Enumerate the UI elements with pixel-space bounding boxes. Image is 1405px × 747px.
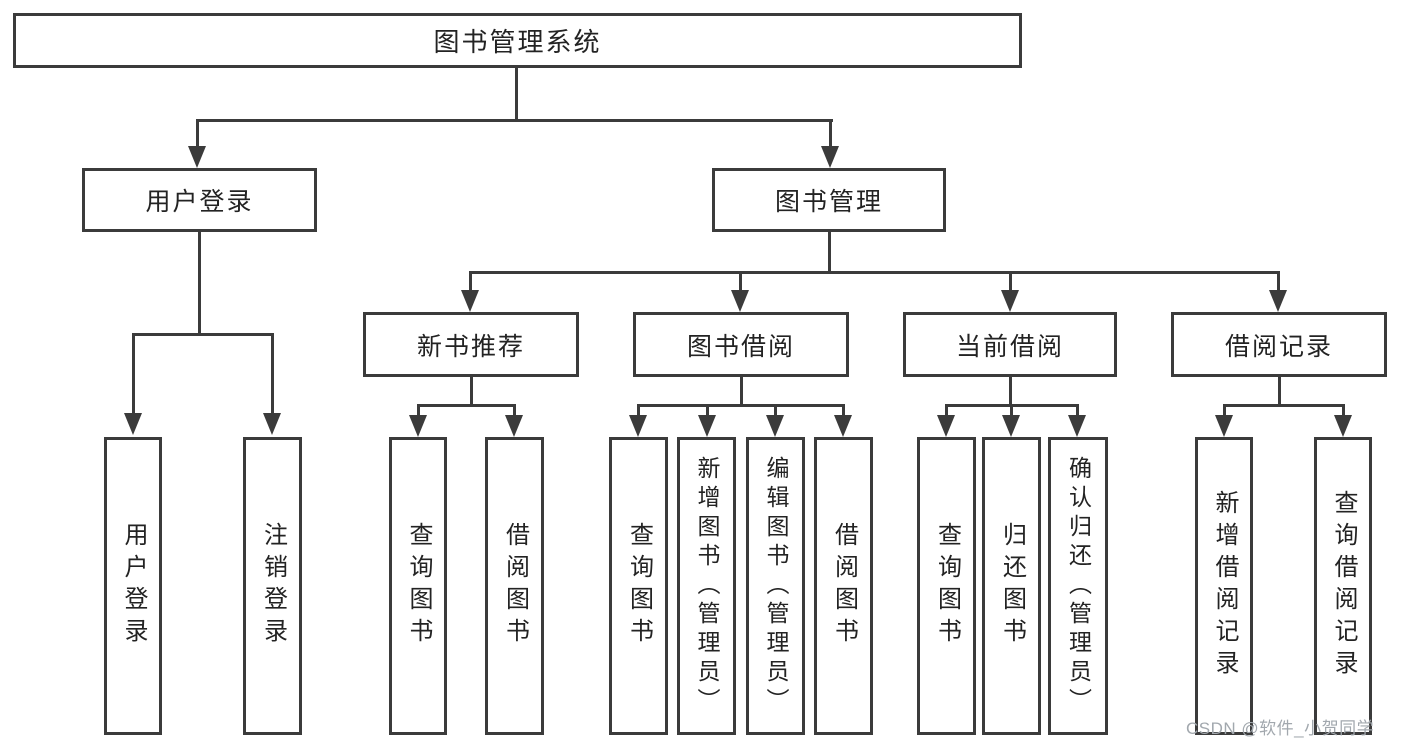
leaf-label: 注销登录 [259, 522, 287, 650]
connector-segment [706, 404, 709, 416]
arrow-down-icon [766, 415, 784, 437]
connector-segment [829, 119, 832, 147]
leaf-edit-book-admin: 编辑图书（管理员） [746, 437, 805, 735]
arrow-down-icon [698, 415, 716, 437]
connector-segment [740, 377, 743, 406]
leaf-borrow-book-recommend: 借阅图书 [485, 437, 544, 735]
leaf-label: 归还图书 [998, 522, 1026, 650]
arrow-down-icon [188, 146, 206, 168]
arrow-down-icon [1334, 415, 1352, 437]
connector-segment [132, 333, 274, 336]
leaf-label: 新增借阅记录 [1211, 490, 1238, 682]
leaf-query-borrow-record: 查询借阅记录 [1314, 437, 1372, 735]
connector-segment [271, 333, 274, 414]
connector-segment [515, 68, 518, 120]
connector-segment [196, 119, 833, 122]
leaf-add-borrow-record: 新增借阅记录 [1195, 437, 1253, 735]
leaf-label: 借阅图书 [501, 522, 529, 650]
connector-segment [1278, 377, 1281, 406]
connector-segment [1342, 404, 1345, 416]
arrow-down-icon [124, 413, 142, 435]
leaf-query-book-recommend: 查询图书 [389, 437, 447, 735]
arrow-down-icon [409, 415, 427, 437]
node-label: 图书管理系统 [433, 27, 602, 57]
node-current-borrow: 当前借阅 [903, 312, 1117, 377]
connector-segment [196, 119, 199, 147]
leaf-confirm-return-admin: 确认归还（管理员） [1048, 437, 1108, 735]
node-book-management: 图书管理 [712, 168, 946, 232]
connector-segment [637, 404, 844, 407]
connector-segment [1076, 404, 1079, 416]
leaf-label: 新增图书（管理员） [694, 455, 720, 717]
connector-segment [637, 404, 640, 416]
connector-segment [945, 404, 948, 416]
connector-segment [1010, 404, 1013, 416]
connector-segment [417, 404, 420, 416]
leaf-label: 查询图书 [933, 522, 961, 650]
node-label: 图书借阅 [686, 332, 795, 361]
leaf-return-book: 归还图书 [982, 437, 1041, 735]
arrow-down-icon [1215, 415, 1233, 437]
node-label: 图书管理 [774, 188, 883, 216]
connector-segment [828, 232, 831, 274]
leaf-borrow-book: 借阅图书 [814, 437, 873, 735]
leaf-label: 查询借阅记录 [1330, 490, 1357, 682]
connector-segment [739, 271, 742, 291]
arrow-down-icon [505, 415, 523, 437]
node-user-login: 用户登录 [82, 168, 317, 232]
leaf-user-login: 用户登录 [104, 437, 162, 735]
node-new-book-recommend: 新书推荐 [363, 312, 579, 377]
arrow-down-icon [1002, 415, 1020, 437]
leaf-label: 用户登录 [120, 522, 147, 650]
node-borrow-record: 借阅记录 [1171, 312, 1387, 377]
connector-segment [470, 377, 473, 407]
connector-segment [417, 404, 516, 407]
connector-segment [1009, 377, 1012, 406]
arrow-down-icon [1001, 290, 1019, 312]
node-label: 借阅记录 [1224, 332, 1333, 361]
leaf-query-book-borrow: 查询图书 [609, 437, 668, 735]
arrow-down-icon [263, 413, 281, 435]
connector-segment [469, 271, 1280, 274]
connector-segment [513, 404, 516, 416]
leaf-label: 借阅图书 [830, 522, 858, 650]
arrow-down-icon [629, 415, 647, 437]
connector-segment [1009, 271, 1012, 291]
connector-segment [198, 232, 201, 336]
connector-segment [774, 404, 777, 416]
node-label: 用户登录 [145, 188, 254, 216]
arrow-down-icon [461, 290, 479, 312]
leaf-label: 编辑图书（管理员） [763, 455, 789, 717]
connector-segment [132, 333, 135, 414]
leaf-query-book-current: 查询图书 [917, 437, 976, 735]
node-label: 当前借阅 [955, 332, 1064, 361]
node-system-root: 图书管理系统 [13, 13, 1022, 68]
arrow-down-icon [1269, 290, 1287, 312]
arrow-down-icon [821, 146, 839, 168]
leaf-label: 查询图书 [625, 522, 653, 650]
connector-segment [1223, 404, 1226, 416]
connector-segment [1277, 271, 1280, 291]
arrow-down-icon [731, 290, 749, 312]
arrow-down-icon [937, 415, 955, 437]
node-label: 新书推荐 [416, 332, 525, 361]
arrow-down-icon [834, 415, 852, 437]
arrow-down-icon [1068, 415, 1086, 437]
leaf-logout-login: 注销登录 [243, 437, 302, 735]
connector-segment [1223, 404, 1345, 407]
leaf-add-book-admin: 新增图书（管理员） [677, 437, 736, 735]
connector-segment [469, 271, 472, 291]
connector-segment [842, 404, 845, 416]
node-book-borrow: 图书借阅 [633, 312, 849, 377]
leaf-label: 确认归还（管理员） [1065, 455, 1092, 717]
csdn-watermark: CSDN @软件_小贺同学 [1186, 719, 1375, 738]
leaf-label: 查询图书 [405, 522, 432, 650]
